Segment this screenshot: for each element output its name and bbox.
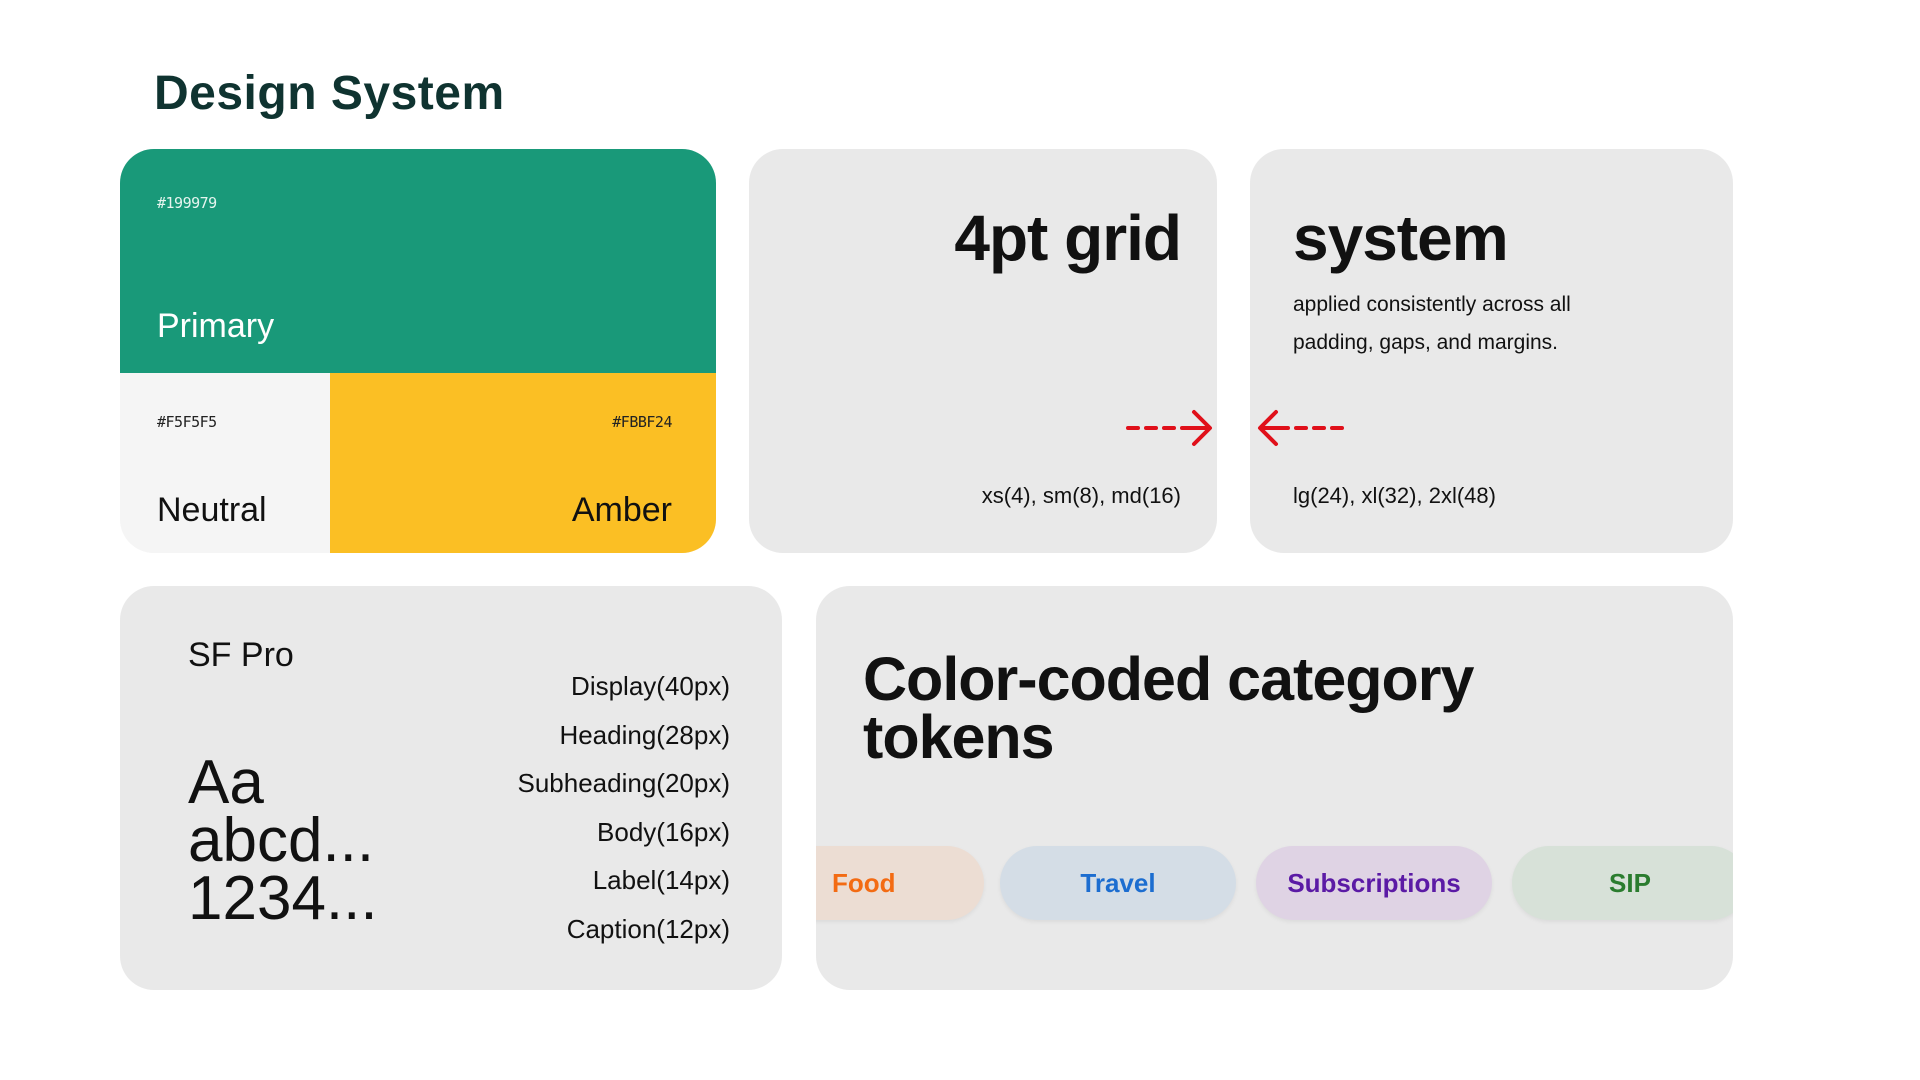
- font-family-name: SF Pro: [188, 636, 294, 674]
- spacing-system-card: system applied consistently across all p…: [1250, 149, 1733, 553]
- system-title: system: [1293, 202, 1509, 274]
- page-title: Design System: [154, 67, 505, 120]
- neutral-hex-label: #F5F5F5: [157, 413, 217, 431]
- category-chip-sip[interactable]: SIP: [1512, 846, 1733, 920]
- typography-card: SF Pro Aa abcd... 1234... Display(40px) …: [120, 586, 782, 990]
- type-scale-item: Subheading(20px): [517, 768, 731, 799]
- type-scale-item: Body(16px): [597, 816, 730, 847]
- neutral-name-label: Neutral: [157, 491, 267, 529]
- color-palette-card: #199979 Primary #F5F5F5 Neutral #FBBF24 …: [120, 149, 716, 553]
- category-chip-travel[interactable]: Travel: [1000, 846, 1236, 920]
- type-specimen: Aa abcd... 1234...: [188, 748, 378, 933]
- grid-title: 4pt grid: [954, 202, 1182, 274]
- type-scale-item: Caption(12px): [566, 913, 730, 944]
- category-tokens-card: Color-coded category tokens Food Travel …: [816, 586, 1733, 990]
- primary-hex-label: #199979: [157, 194, 217, 212]
- arrow-right-icon: [1126, 410, 1212, 446]
- category-tokens-title: Color-coded category tokens: [863, 645, 1474, 771]
- system-description: applied consistently across all padding,…: [1293, 293, 1571, 354]
- amber-name-label: Amber: [571, 491, 672, 529]
- arrow-left-icon: [1258, 410, 1344, 446]
- type-scale-item: Label(14px): [592, 865, 730, 896]
- category-chip-food[interactable]: Food: [816, 846, 984, 920]
- neutral-color-swatch: #F5F5F5 Neutral: [120, 373, 330, 553]
- type-scale-list: Display(40px) Heading(28px) Subheading(2…: [518, 662, 731, 954]
- primary-name-label: Primary: [157, 307, 275, 345]
- specimen-line: abcd...: [188, 806, 375, 875]
- specimen-line: Aa: [188, 748, 264, 817]
- category-chip-subscriptions[interactable]: Subscriptions: [1256, 846, 1492, 920]
- spacing-grid-card: 4pt grid xs(4), sm(8), md(16): [749, 149, 1217, 553]
- small-spacing-tokens: xs(4), sm(8), md(16): [981, 483, 1181, 508]
- large-spacing-tokens: lg(24), xl(32), 2xl(48): [1293, 483, 1496, 508]
- type-scale-item: Display(40px): [571, 671, 730, 701]
- amber-hex-label: #FBBF24: [612, 413, 672, 431]
- primary-color-swatch: #199979 Primary: [120, 149, 716, 373]
- specimen-line: 1234...: [188, 864, 378, 933]
- type-scale-item: Heading(28px): [559, 719, 730, 750]
- category-chip-row: Food Travel Subscriptions SIP: [816, 846, 1733, 920]
- amber-color-swatch: #FBBF24 Amber: [330, 373, 716, 553]
